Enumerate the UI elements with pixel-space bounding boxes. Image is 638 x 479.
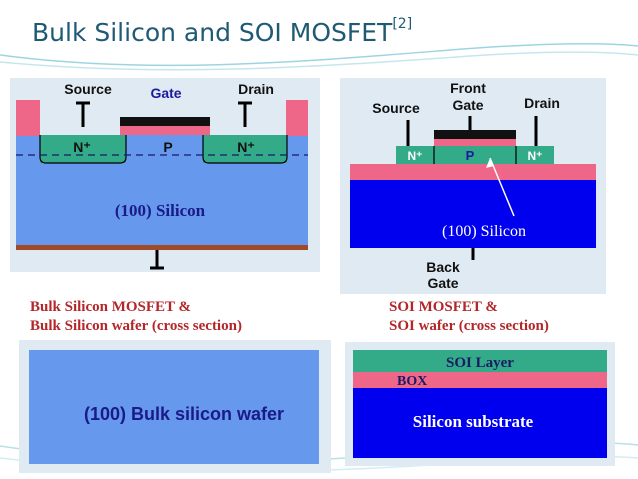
soi-back-label: Back: [426, 259, 460, 275]
soi-gate-oxide: [434, 139, 516, 146]
slide-title: Bulk Silicon and SOI MOSFET[2]: [32, 16, 413, 47]
soi-mosfet-diagram: Source Front Gate Drain N⁺ P N⁺ (100) Si…: [340, 78, 606, 294]
bulk-wafer-diagram: (100) Bulk silicon wafer: [19, 340, 331, 473]
bulk-source-contact: [16, 100, 40, 136]
bulk-n-left-region: [40, 135, 126, 163]
soi-p-label: P: [466, 148, 475, 163]
soi-caption: SOI MOSFET & SOI wafer (cross section): [389, 298, 549, 336]
bulk-mosfet-diagram: Source Gate Drain N⁺ P N⁺ (100) Silicon: [10, 78, 320, 272]
bulk-silicon-label: (100) Silicon: [115, 201, 206, 220]
bulk-caption-line1: Bulk Silicon MOSFET &: [30, 299, 192, 315]
soi-wafer-box: [353, 372, 607, 388]
soi-front-label: Front: [450, 80, 486, 96]
soi-caption-line2: SOI wafer (cross section): [389, 318, 549, 334]
soi-n-right-label: N⁺: [528, 149, 543, 163]
bulk-caption: Bulk Silicon MOSFET & Bulk Silicon wafer…: [30, 298, 242, 336]
bulk-drain-contact: [286, 100, 308, 136]
soi-substrate: [350, 180, 596, 248]
bulk-n-left-outline: [39, 135, 127, 164]
soi-wafer-substrate: [353, 388, 607, 458]
bulk-gate-oxide: [120, 126, 210, 135]
soi-wafer-layer-label: SOI Layer: [446, 355, 514, 371]
soi-buried-oxide: [350, 164, 596, 180]
soi-n-right-region: [516, 146, 554, 164]
bulk-source-label: Source: [64, 81, 112, 97]
bulk-n-left-label: N⁺: [73, 139, 91, 155]
soi-n-left-region: [396, 146, 434, 164]
bulk-gate-label: Gate: [150, 85, 181, 101]
soi-wafer-layer: [353, 350, 607, 372]
soi-wafer-diagram: SOI Layer BOX Silicon substrate: [345, 342, 615, 466]
soi-source-label: Source: [372, 100, 420, 116]
soi-silicon-label: (100) Silicon: [442, 223, 526, 240]
soi-silicon-pointer: [489, 157, 515, 217]
soi-wafer-substrate-label: Silicon substrate: [413, 412, 534, 431]
soi-back-gate-label: Gate: [427, 275, 458, 291]
title-reference: [2]: [392, 16, 413, 32]
bulk-gate-electrode: [120, 117, 210, 126]
bulk-p-label: P: [163, 139, 172, 155]
bulk-wafer-label: (100) Bulk silicon wafer: [84, 404, 284, 424]
bulk-bottom-contact: [16, 245, 308, 250]
soi-pointer-arrowhead: [486, 158, 494, 168]
soi-caption-line1: SOI MOSFET &: [389, 299, 498, 315]
soi-gate-label: Gate: [452, 97, 483, 113]
soi-front-gate-electrode: [434, 130, 516, 139]
bulk-n-right-outline: [202, 135, 288, 164]
bulk-n-right-label: N⁺: [237, 139, 255, 155]
soi-p-region: [434, 146, 516, 164]
bulk-caption-line2: Bulk Silicon wafer (cross section): [30, 318, 242, 334]
soi-drain-label: Drain: [524, 95, 560, 111]
bulk-n-right-region: [203, 135, 287, 163]
soi-n-left-label: N⁺: [408, 149, 423, 163]
bulk-wafer-body: [29, 350, 319, 464]
soi-wafer-box-label: BOX: [397, 374, 427, 389]
slide-title-text: Bulk Silicon and SOI MOSFET: [32, 18, 393, 47]
bulk-drain-label: Drain: [238, 81, 274, 97]
